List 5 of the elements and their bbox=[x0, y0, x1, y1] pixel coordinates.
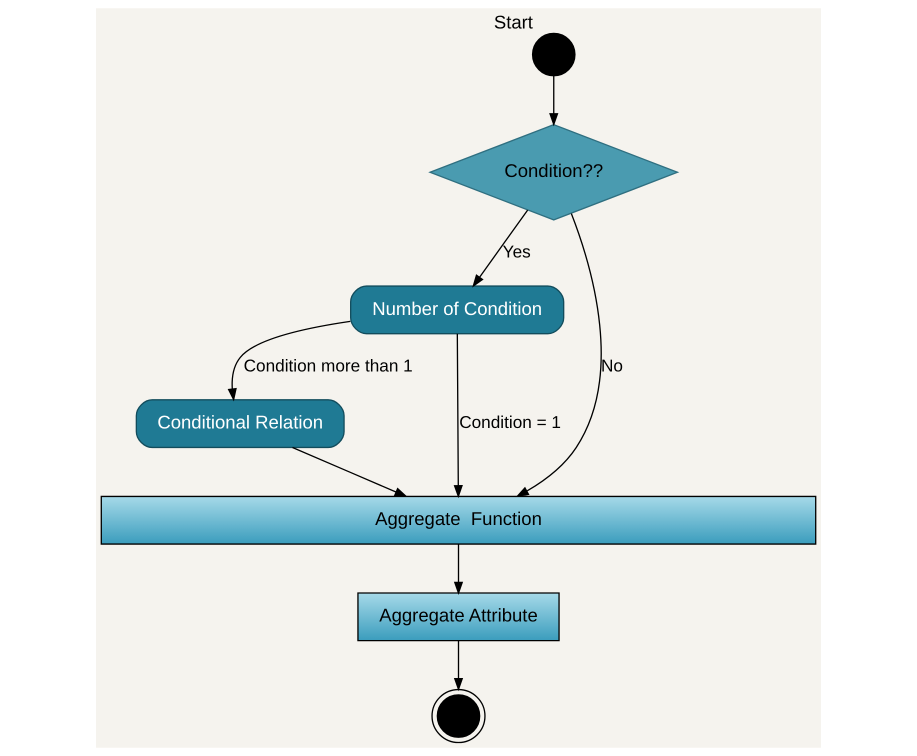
edge-label: Condition more than 1 bbox=[244, 355, 413, 376]
edge-label: Yes bbox=[502, 241, 531, 262]
node-label: Start bbox=[494, 11, 533, 32]
edge-label: No bbox=[600, 355, 623, 376]
edge-label: Condition = 1 bbox=[459, 412, 561, 432]
